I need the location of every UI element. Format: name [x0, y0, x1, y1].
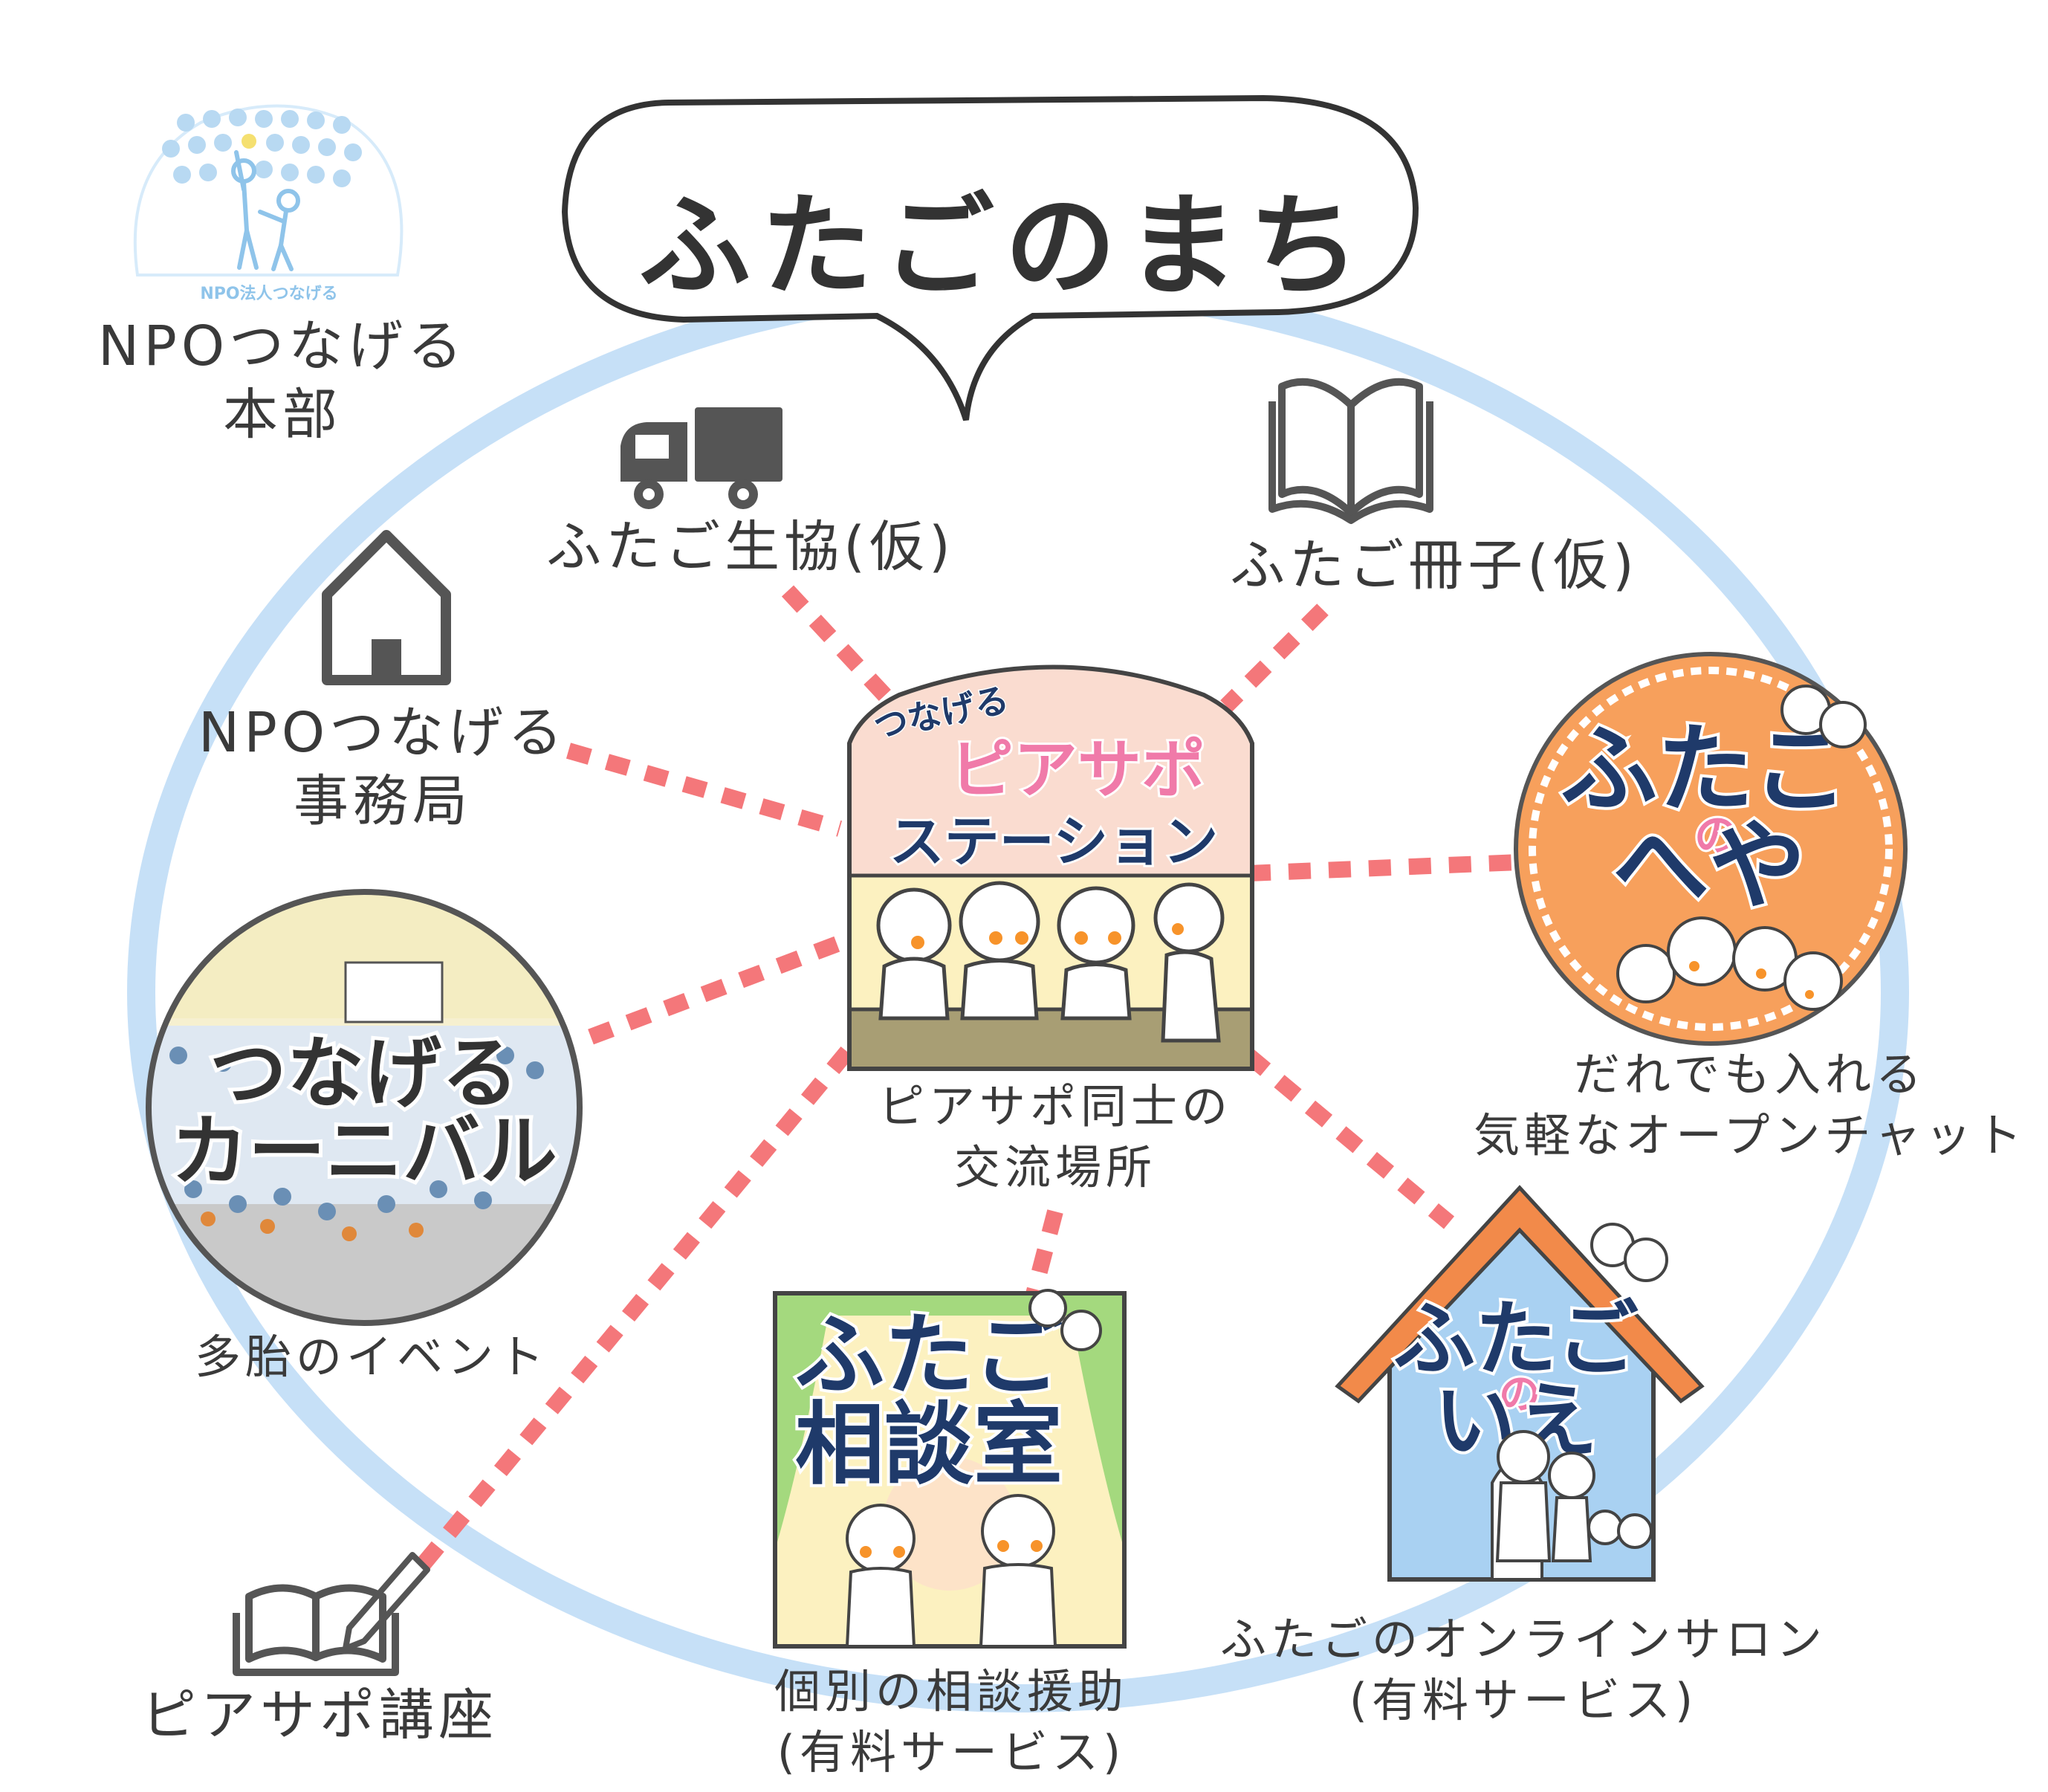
home-label-line1: ふたごのオンラインサロン	[1219, 1612, 1827, 1666]
title-speech-bubble	[561, 94, 1419, 421]
futago-house: ふたご の いえ	[1335, 1185, 1705, 1582]
connector-course	[413, 1046, 854, 1574]
connector-heya	[1248, 854, 1520, 882]
connectors	[413, 585, 1520, 1574]
station-label-line2: 交流場所	[953, 1140, 1156, 1194]
carnival-label: 多胎のイベント	[194, 1330, 548, 1384]
home-label: ふたごのオンラインサロン (有料サービス)	[1219, 1609, 1828, 1731]
heya-label-line2: 気軽なオープンチャット	[1474, 1108, 2026, 1162]
npo-logo: NPO法人つなげる	[133, 104, 404, 303]
page-title: ふたごのまち	[639, 182, 1371, 311]
carnival-sign-line1: つなげる	[210, 1028, 519, 1119]
station-label-line1: ピアサポ同士の	[878, 1079, 1232, 1133]
station-people	[876, 881, 1225, 1043]
hq-label: NPOつなげる 本部	[97, 312, 468, 449]
hq-label-line2: 本部	[223, 383, 342, 447]
home-label-line2: (有料サービス)	[1349, 1673, 1698, 1727]
home-sign-no: の	[1499, 1371, 1540, 1419]
heya-label: だれでも入れる 気軽なオープンチャット	[1468, 1044, 2032, 1166]
booklet-label: ふたご冊子(仮)	[1230, 534, 1639, 598]
station-sign-mid: ピアサポ	[950, 733, 1205, 807]
room-label: 個別の相談援助 (有料サービス)	[732, 1661, 1170, 1783]
open-book-icon	[1268, 378, 1433, 524]
house-icon	[322, 530, 451, 685]
heya-label-line1: だれでも入れる	[1573, 1047, 1927, 1102]
room-sign-line2: 相談室	[795, 1394, 1063, 1497]
heya-faces	[1616, 685, 1867, 1011]
carnival-sign-line2: カーニバル	[171, 1106, 557, 1197]
heya-sign-no: の	[1694, 810, 1739, 862]
futago-consultation-room: ふたご 相談室	[773, 1289, 1127, 1649]
connector-booklet	[1220, 604, 1329, 712]
room-label-line2: (有料サービス)	[777, 1725, 1126, 1779]
room-label-line1: 個別の相談援助	[774, 1664, 1128, 1718]
home-family	[1495, 1223, 1668, 1562]
peer-support-station: つなげる ピアサポ ステーション	[847, 664, 1254, 1071]
futago-heya-badge: ふたご の へや	[1514, 652, 1908, 1046]
coop-label: ふたご生協(仮)	[546, 515, 955, 579]
truck-icon	[620, 407, 782, 509]
office-label: NPOつなげる 事務局	[189, 699, 576, 835]
course-label: ピアサポ講座	[141, 1683, 498, 1747]
connector-office	[566, 743, 843, 837]
connector-coop	[781, 585, 895, 705]
connector-home	[1242, 1049, 1455, 1229]
home-sign-line1: ふたご	[1393, 1292, 1639, 1387]
office-label-line2: 事務局	[294, 769, 472, 833]
station-label: ピアサポ同士の 交流場所	[840, 1076, 1271, 1198]
notebook-pen-icon	[233, 1552, 430, 1676]
office-label-line1: NPOつなげる	[198, 701, 568, 765]
room-sign-line1: ふたご	[795, 1304, 1063, 1408]
connector-room	[1025, 1209, 1063, 1299]
station-sign-bottom: ステーション	[889, 810, 1219, 874]
hq-label-line1: NPOつなげる	[97, 314, 467, 378]
heya-sign-line2: へや	[1613, 809, 1806, 922]
connector-carnival	[588, 932, 850, 1045]
npo-logo-text: NPO法人つなげる	[200, 285, 337, 303]
